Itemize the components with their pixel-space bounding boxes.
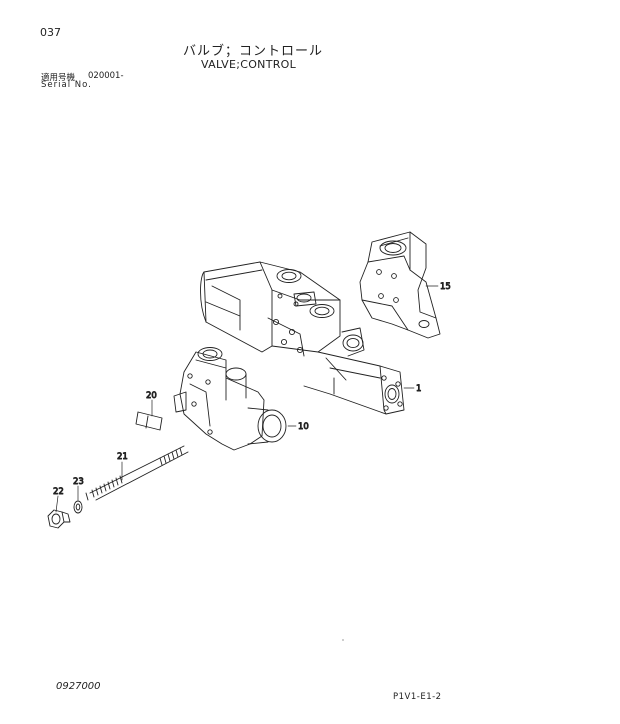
callout-21: 21 <box>117 452 128 462</box>
callout-23: 23 <box>73 477 84 487</box>
callout-10: 10 <box>298 422 309 432</box>
serial-value: 020001- <box>88 71 124 81</box>
valve-body-part-1 <box>200 261 405 415</box>
callout-1: 1 <box>416 384 421 394</box>
footer-left-code: 0927000 <box>56 681 101 692</box>
title-japanese: バルブ；コントロール <box>183 44 324 59</box>
callout-15: 15 <box>440 282 451 292</box>
callout-22: 22 <box>53 487 64 497</box>
serial-label-english: Serial No. <box>41 80 92 90</box>
title-english: VALVE;CONTROL <box>201 58 297 71</box>
callout-numbers: 15 1 10 20 21 23 22 <box>53 282 452 498</box>
leader-lines <box>55 285 439 513</box>
tie-rod-part-21 <box>85 445 189 501</box>
washer-part-23 <box>73 500 83 514</box>
page-number: 037 <box>40 26 61 39</box>
plate-part-20 <box>135 411 163 431</box>
inlet-section-part-10 <box>173 347 287 451</box>
callout-20: 20 <box>146 391 157 401</box>
footer-right-code: P1V1-E1-2 <box>393 692 442 702</box>
nut-part-22 <box>47 509 71 529</box>
serial-label-japanese: 適用号機 <box>41 73 76 83</box>
end-cover-part-15 <box>359 231 441 339</box>
